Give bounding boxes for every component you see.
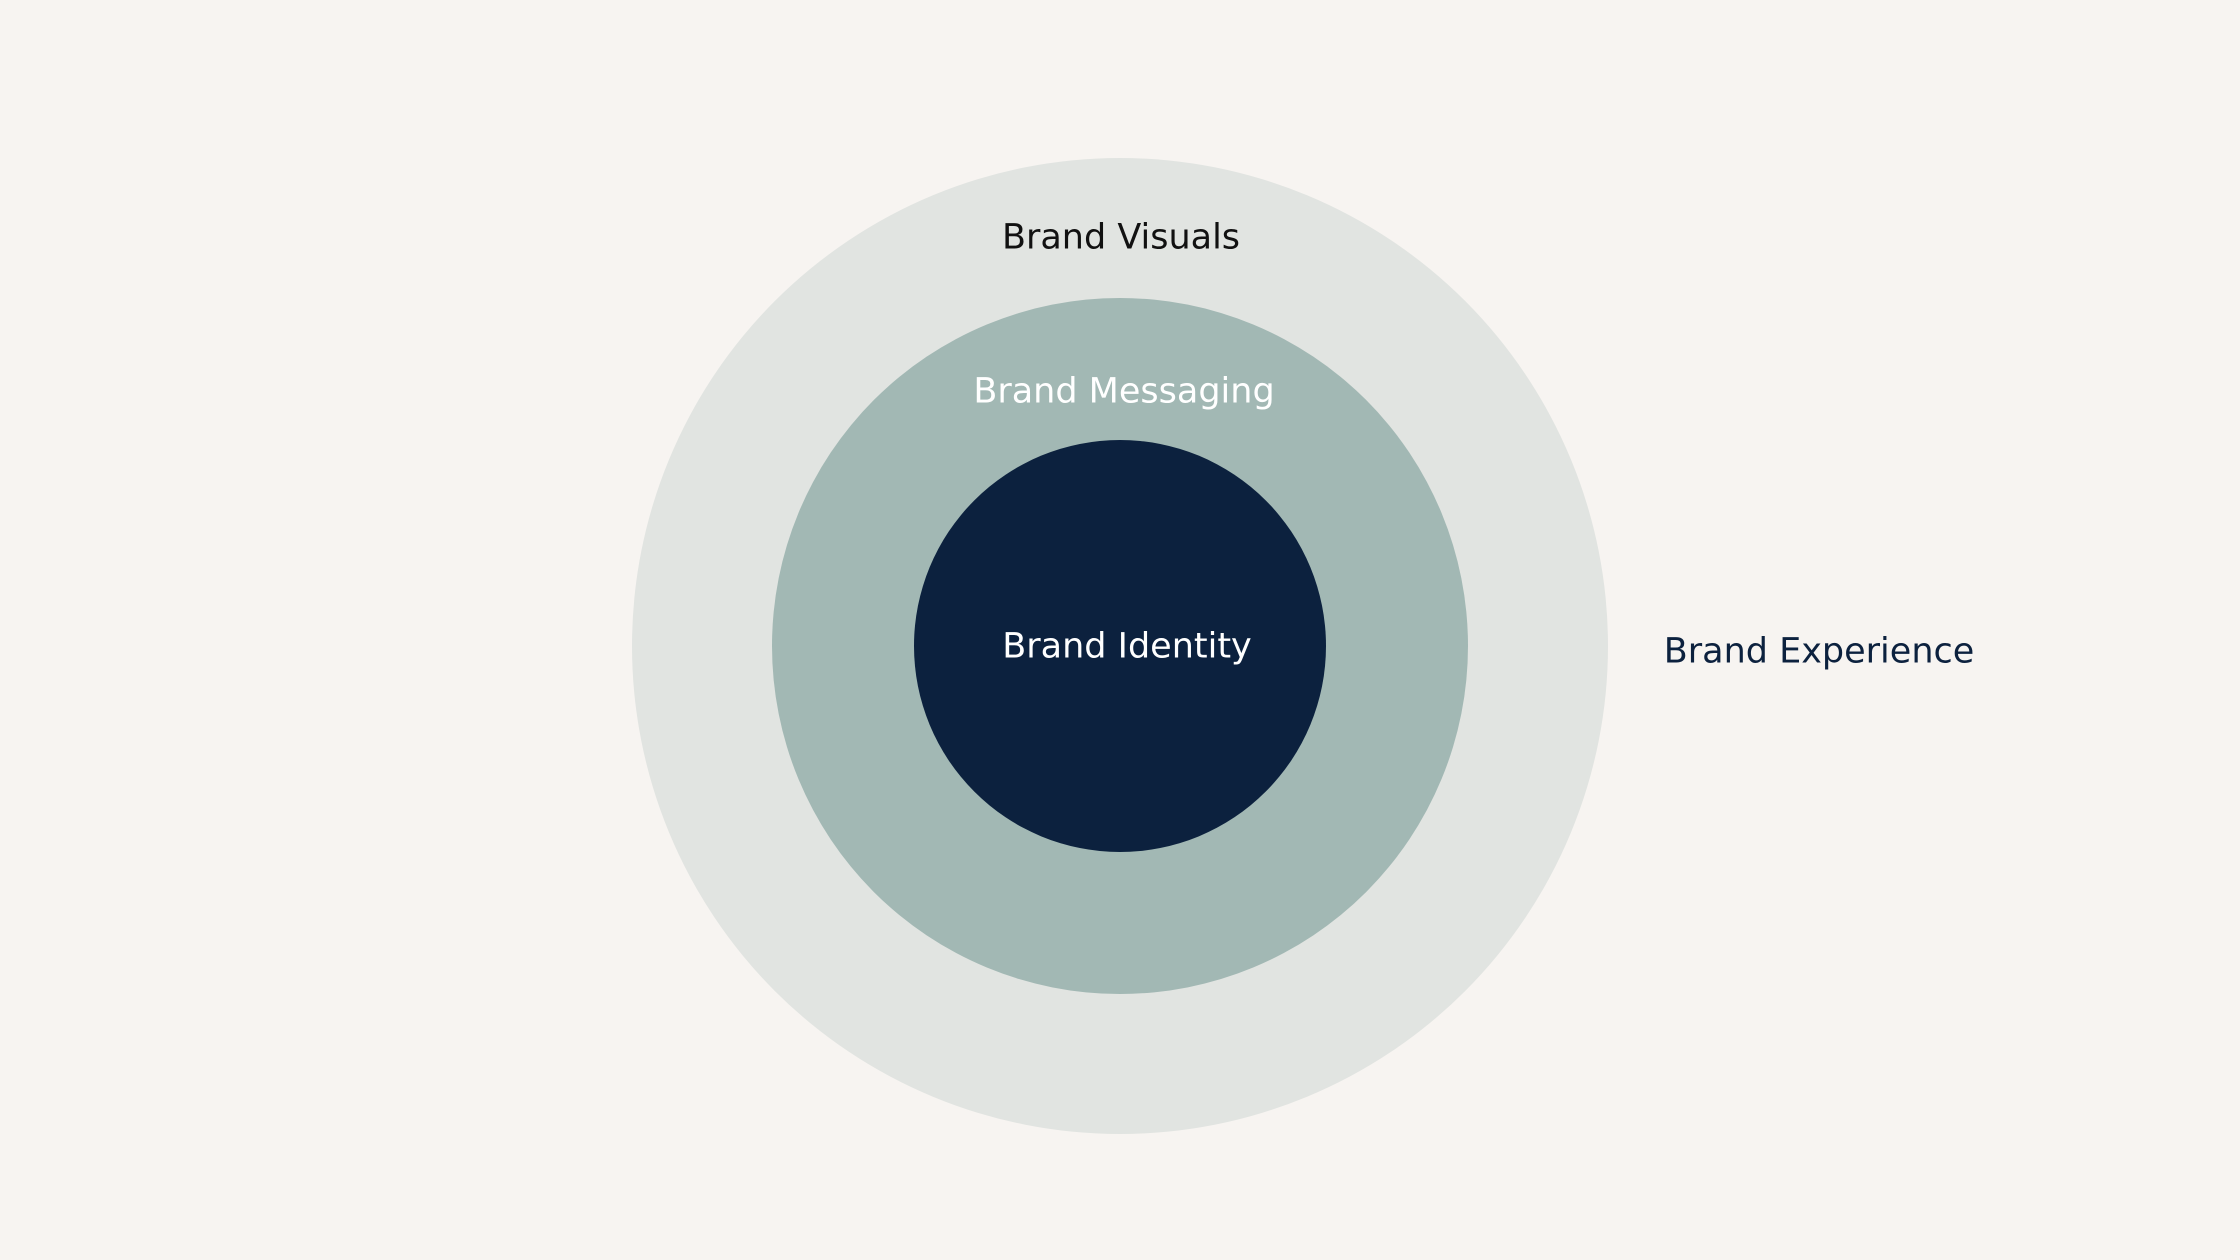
brand-identity-circle bbox=[914, 440, 1326, 852]
brand-experience-label: Brand Experience bbox=[1663, 631, 1975, 672]
brand-identity-label: Brand Identity bbox=[1002, 626, 1252, 667]
brand-visuals-label: Brand Visuals bbox=[1001, 217, 1241, 258]
brand-messaging-label: Brand Messaging bbox=[973, 371, 1275, 412]
